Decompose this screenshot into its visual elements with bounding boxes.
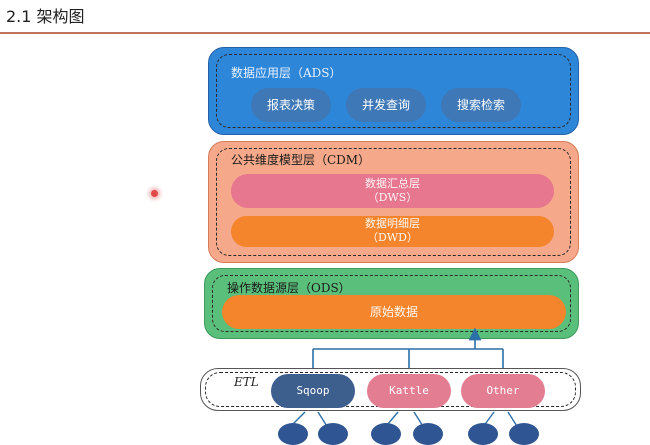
slide-title: 2.1 架构图 (6, 7, 85, 26)
data-source-node (468, 423, 498, 445)
cdm-layer-dashed-border (216, 148, 571, 256)
laser-pointer-dot (151, 190, 158, 197)
data-source-node (413, 423, 443, 445)
etl-tool-kattle: Kattle (367, 374, 451, 408)
dwd-bar: 数据明细层 （DWD） (231, 216, 554, 247)
title-divider (0, 32, 650, 34)
etl-connector-arrows (285, 327, 521, 431)
raw-data-bar: 原始数据 (222, 295, 566, 329)
data-source-node (509, 423, 539, 445)
ads-layer-label: 数据应用层（ADS） (231, 66, 342, 80)
etl-tool-sqoop: Sqoop (271, 374, 355, 408)
dws-code: （DWS） (367, 191, 418, 204)
ads-item-search: 搜索检索 (441, 88, 521, 122)
dws-bar: 数据汇总层 （DWS） (231, 174, 554, 208)
cdm-layer-label: 公共维度模型层（CDM） (231, 153, 371, 167)
ads-item-query: 并发查询 (346, 88, 426, 122)
data-source-node (318, 423, 348, 445)
ods-layer-label: 操作数据源层（ODS） (227, 281, 351, 295)
dwd-name: 数据明细层 (365, 217, 420, 230)
etl-label: ETL (234, 375, 259, 389)
etl-tool-other: Other (461, 374, 545, 408)
ads-item-report: 报表决策 (251, 88, 331, 122)
data-source-node (278, 423, 308, 445)
dwd-code: （DWD） (367, 231, 418, 244)
data-source-node (371, 423, 401, 445)
ods-layer-dashed-border (212, 275, 571, 332)
dws-name: 数据汇总层 (365, 177, 420, 190)
ads-layer-dashed-border (216, 54, 571, 128)
